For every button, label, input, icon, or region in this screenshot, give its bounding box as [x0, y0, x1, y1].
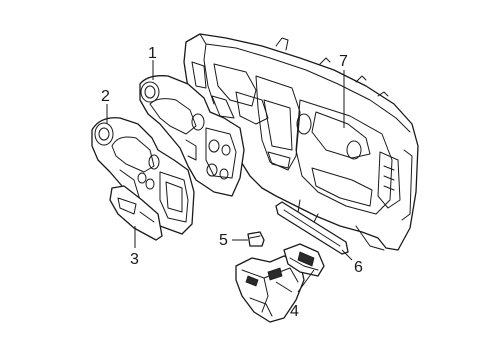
- callout-6: 6: [354, 259, 363, 276]
- cluster-bezel-upper: [139, 75, 245, 197]
- storage-bracket-assembly: [235, 243, 325, 323]
- clip-small: [247, 231, 265, 247]
- trim-panel-lower-left: [109, 185, 163, 241]
- leader-4a: [275, 281, 293, 293]
- callout-4: 4: [290, 303, 299, 320]
- callout-labels: 1 2 3 4 5 6 7: [101, 45, 363, 320]
- callout-1: 1: [148, 45, 157, 62]
- callout-5: 5: [219, 232, 228, 249]
- leader-4b: [297, 269, 315, 293]
- callout-3: 3: [130, 251, 139, 268]
- grab-handle-strip: [275, 201, 349, 255]
- callout-2: 2: [101, 88, 110, 105]
- callout-7: 7: [339, 53, 348, 70]
- leader-6: [341, 249, 353, 261]
- cluster-bezel-lower: [91, 117, 195, 235]
- leader-lines: [106, 60, 353, 293]
